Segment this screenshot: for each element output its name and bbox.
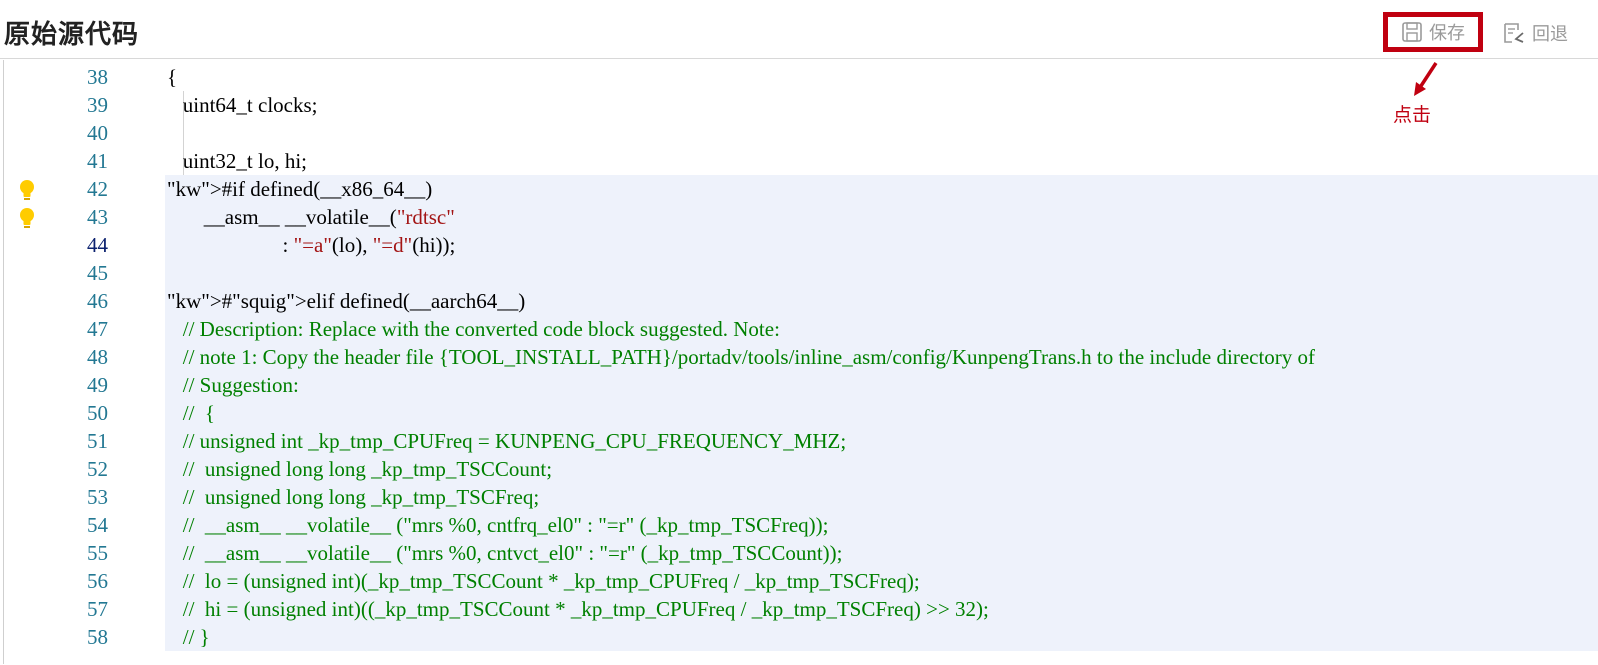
code-line[interactable]: 53 // unsigned long long _kp_tmp_TSCFreq… [0,483,1598,511]
code-line[interactable]: 52 // unsigned long long _kp_tmp_TSCCoun… [0,455,1598,483]
selection-highlight [165,539,1598,567]
code-text: uint32_t lo, hi; [167,149,308,173]
selection-highlight [165,511,1598,539]
selection-highlight [165,623,1598,651]
revert-icon [1502,22,1526,44]
line-number: 57 [87,597,108,621]
code-text: // lo = (unsigned int)(_kp_tmp_TSCCount … [182,569,920,593]
line-number: 54 [87,513,108,537]
selection-highlight [165,595,1598,623]
code-line[interactable]: 54 // __asm__ __volatile__ ("mrs %0, cnt… [0,511,1598,539]
code-line[interactable]: 45 [0,259,1598,287]
editor-border [3,60,4,664]
code-text: // __asm__ __volatile__ ("mrs %0, cntvct… [182,541,843,565]
line-number: 45 [87,261,108,285]
selection-highlight [165,567,1598,595]
selection-highlight [165,259,1598,287]
code-text: // { [182,401,215,425]
line-number: 39 [87,93,108,117]
line-number: 40 [87,121,108,145]
lightbulb-icon[interactable] [17,207,37,236]
selection-highlight [165,427,1598,455]
line-number: 49 [87,373,108,397]
save-icon [1401,21,1423,43]
line-number: 38 [87,65,108,89]
selection-highlight [165,231,1598,259]
code-text: // Description: Replace with the convert… [182,317,780,341]
code-text: // unsigned int _kp_tmp_CPUFreq = KUNPEN… [182,429,847,453]
line-number: 55 [87,541,108,565]
selection-highlight [165,343,1598,371]
indent-guide [183,119,184,147]
code-text: // } [182,625,210,649]
code-line[interactable]: 40 [0,119,1598,147]
code-text: // __asm__ __volatile__ ("mrs %0, cntfrq… [182,513,829,537]
code-line[interactable]: 43 __asm__ __volatile__("rdtsc" [0,203,1598,231]
revert-button[interactable]: 回退 [1502,15,1568,51]
code-text: { [167,65,178,89]
code-line[interactable]: 58 // } [0,623,1598,651]
code-text: // unsigned long long _kp_tmp_TSCCount; [182,457,553,481]
line-number: 56 [87,569,108,593]
page-title: 原始源代码 [4,20,140,50]
line-number: 52 [87,457,108,481]
line-number: 50 [87,401,108,425]
line-number: 58 [87,625,108,649]
code-line[interactable]: 47 // Description: Replace with the conv… [0,315,1598,343]
line-number: 53 [87,485,108,509]
save-button[interactable]: 保存 [1383,12,1483,52]
annotation-arrow-icon [1412,61,1442,103]
code-text: // unsigned long long _kp_tmp_TSCFreq; [182,485,540,509]
code-text: // note 1: Copy the header file {TOOL_IN… [182,345,1316,369]
selection-highlight [165,203,1598,231]
line-number: 47 [87,317,108,341]
line-number: 51 [87,429,108,453]
code-text: : "=a"(lo), "=d"(hi)); [167,233,456,257]
code-line[interactable]: 48 // note 1: Copy the header file {TOOL… [0,343,1598,371]
code-line[interactable]: 46 "kw">#"squig">elif defined(__aarch64__… [0,287,1598,315]
indent-guide [183,147,184,175]
code-line[interactable]: 39 uint64_t clocks; [0,91,1598,119]
line-number: 43 [87,205,108,229]
code-text: "kw">#if defined(__x86_64__) [167,177,433,201]
selection-highlight [165,315,1598,343]
annotation-label: 点击 [1393,104,1432,126]
code-text: "kw">#"squig">elif defined(__aarch64__) [167,289,526,313]
save-label: 保存 [1429,23,1465,44]
code-line[interactable]: 55 // __asm__ __volatile__ ("mrs %0, cnt… [0,539,1598,567]
code-line[interactable]: 51 // unsigned int _kp_tmp_CPUFreq = KUN… [0,427,1598,455]
code-line[interactable]: 56 // lo = (unsigned int)(_kp_tmp_TSCCou… [0,567,1598,595]
selection-highlight [165,399,1598,427]
selection-highlight [165,483,1598,511]
line-number: 46 [87,289,108,313]
indent-guide [183,91,184,119]
code-line[interactable]: 44 : "=a"(lo), "=d"(hi)); [0,231,1598,259]
code-text: // hi = (unsigned int)((_kp_tmp_TSCCount… [182,597,989,621]
code-text: // Suggestion: [182,373,299,397]
selection-highlight [165,175,1598,203]
selection-highlight [165,371,1598,399]
code-line[interactable]: 41 uint32_t lo, hi; [0,147,1598,175]
code-text: uint64_t clocks; [167,93,318,117]
line-number: 41 [87,149,108,173]
code-text: __asm__ __volatile__("rdtsc" [167,205,455,229]
code-line[interactable]: 42 "kw">#if defined(__x86_64__) [0,175,1598,203]
code-line[interactable]: 49 // Suggestion: [0,371,1598,399]
lightbulb-icon[interactable] [17,179,37,208]
selection-highlight [165,455,1598,483]
line-number: 42 [87,177,108,201]
line-number: 44 [87,233,108,257]
code-line[interactable]: 38 { [0,63,1598,91]
selection-highlight [165,287,1598,315]
code-line[interactable]: 50 // { [0,399,1598,427]
revert-label: 回退 [1532,24,1568,45]
line-number: 48 [87,345,108,369]
code-line[interactable]: 57 // hi = (unsigned int)((_kp_tmp_TSCCo… [0,595,1598,623]
